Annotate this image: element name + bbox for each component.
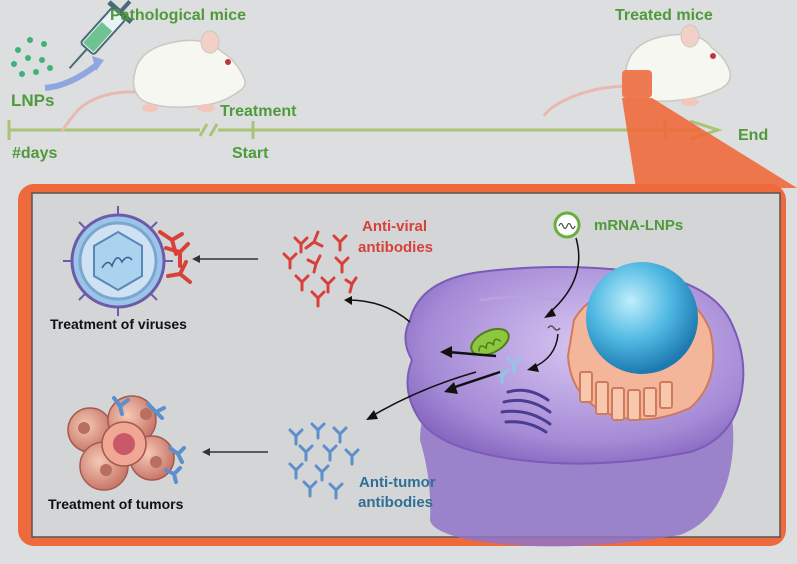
antitumor-antibody-bound-icon <box>112 396 186 484</box>
mrna-strand-icon <box>547 325 561 331</box>
arrow-to-virus <box>192 255 258 263</box>
syringe-icon <box>68 0 133 69</box>
mrna-lnps-label: mRNA-LNPs <box>594 217 684 234</box>
mrna-lnp-icon <box>553 211 581 239</box>
arrow-to-tumor <box>202 448 268 456</box>
treated-tissue-highlight <box>622 70 652 98</box>
mitochondrion-icon <box>470 327 510 357</box>
arrow-in-cell-upper <box>447 350 497 358</box>
arrow-secrete-antiviral <box>347 299 411 323</box>
antiviral-antibody-bound-icon <box>158 230 192 284</box>
timeline-break-left <box>198 123 209 137</box>
lnp-particles-icon <box>11 37 53 77</box>
nucleus-icon <box>586 262 698 374</box>
antitumor-antibodies-label-line1: Anti-tumor <box>359 474 436 491</box>
antiviral-antibodies-label-line2: antibodies <box>358 239 434 256</box>
virus-icon <box>63 206 173 316</box>
days-label: #days <box>12 145 58 162</box>
end-label: End <box>738 127 769 144</box>
arrow-secrete-antitumor <box>371 371 477 417</box>
antiviral-antibodies-label-line1: Anti-viral <box>362 218 428 235</box>
injection-arrow-icon <box>44 61 100 91</box>
lnps-label: LNPs <box>11 91 55 110</box>
endoplasmic-reticulum-icon <box>500 388 552 434</box>
antitumor-antibodies-label-line2: antibodies <box>358 494 434 511</box>
treatment-label: Treatment <box>220 103 297 120</box>
treatment-of-tumors-label: Treatment of tumors <box>48 496 184 512</box>
injection-arrowhead-icon <box>92 56 104 71</box>
pathological-mice-label: Pathological mice <box>110 7 247 24</box>
treated-mice-label: Treated mice <box>615 7 713 24</box>
antiviral-antibodies-icon <box>282 230 358 308</box>
zoom-wedge <box>622 98 797 188</box>
arrow-lnp-into-cell <box>547 237 580 315</box>
timeline-break-right <box>208 123 219 137</box>
treated-mouse-icon <box>542 24 732 117</box>
treatment-of-viruses-label: Treatment of viruses <box>50 316 187 332</box>
pathological-mouse-icon <box>60 30 246 133</box>
antitumor-antibodies-icon <box>288 422 360 500</box>
start-label: Start <box>232 145 269 162</box>
timeline <box>7 119 723 141</box>
arrow-in-cell-lower <box>451 370 501 390</box>
